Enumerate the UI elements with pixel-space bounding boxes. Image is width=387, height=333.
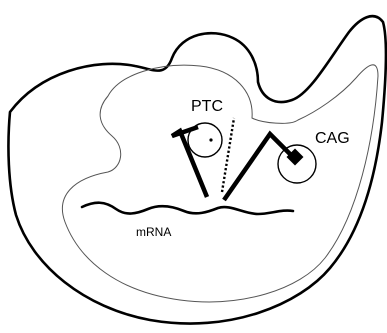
cag-label: CAG [315, 130, 350, 147]
ptc-label: PTC [191, 98, 223, 115]
ptc-dot [209, 138, 212, 141]
trna-asite [224, 134, 296, 200]
trna-psite [172, 127, 207, 197]
mrna-label: mRNA [136, 225, 171, 239]
mrna-strand [82, 203, 293, 214]
trna-dotted [222, 118, 234, 192]
